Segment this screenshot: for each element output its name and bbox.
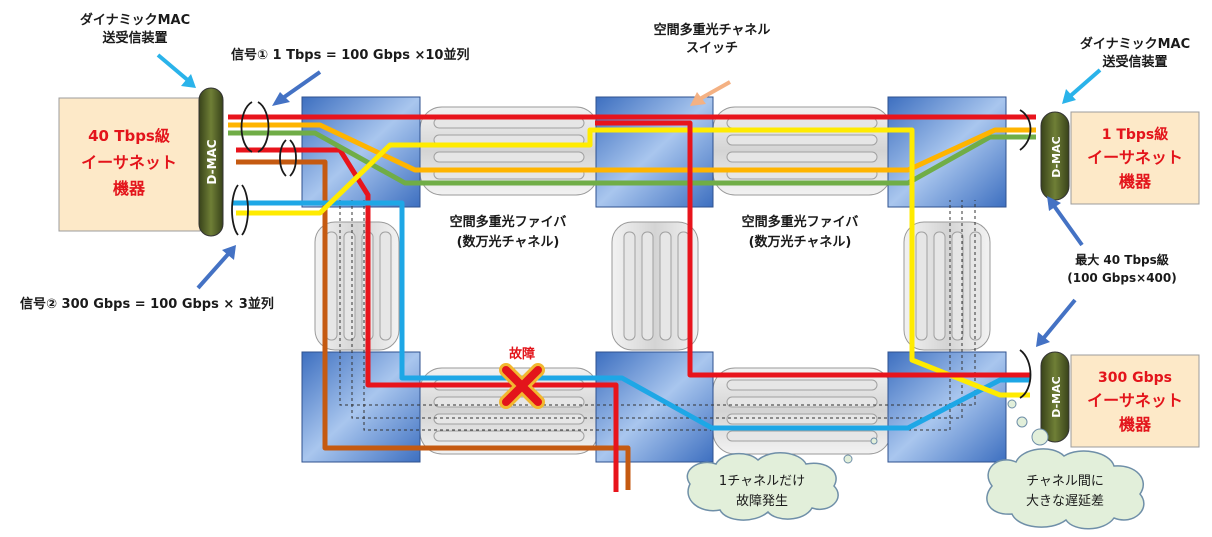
cloud-skew-bubble: チャネル間に 大きな遅延差 bbox=[986, 399, 1145, 530]
right-transceiver-title-line2: 送受信装置 bbox=[1101, 54, 1167, 70]
cloud-fault-bubble: 1チャネルだけ 故障発生 bbox=[686, 437, 878, 521]
svg-text:機器: 機器 bbox=[1119, 172, 1152, 191]
arrow-signal1 bbox=[278, 70, 322, 102]
signal-line-green bbox=[228, 130, 1036, 186]
fault-x-icon bbox=[499, 363, 545, 409]
left-ethernet-device: 40 Tbps級 イーサネット 機器 bbox=[58, 97, 201, 232]
right-top-ethernet-device: 1 Tbps級 イーサネット 機器 bbox=[1070, 111, 1200, 205]
arrow-signal2 bbox=[196, 250, 232, 290]
signal-lines bbox=[228, 114, 1036, 492]
svg-text:イーサネット: イーサネット bbox=[81, 153, 177, 172]
arrow-capacity-up bbox=[1050, 201, 1084, 247]
switch-top-center bbox=[595, 96, 714, 208]
left-transceiver-title-line1: ダイナミックMAC bbox=[80, 12, 190, 28]
capacity-label-line1: 最大 40 Tbps級 bbox=[1075, 252, 1169, 267]
fiber-bundle-right-vertical bbox=[903, 221, 991, 351]
arrow-capacity-down bbox=[1040, 298, 1077, 342]
svg-text:D-MAC: D-MAC bbox=[205, 139, 219, 184]
right-top-dmac-transceiver: D-MAC bbox=[1040, 111, 1070, 201]
signal2-label: 信号② 300 Gbps = 100 Gbps × 3並列 bbox=[20, 296, 274, 312]
svg-text:故障発生: 故障発生 bbox=[736, 494, 788, 509]
signal-line-orange bbox=[228, 122, 1036, 173]
svg-text:機器: 機器 bbox=[1119, 415, 1152, 434]
signal-line-yellow bbox=[236, 127, 1030, 398]
fiber-bundle-bottom-right bbox=[712, 367, 892, 455]
fault-label: 故障 bbox=[509, 346, 535, 362]
right-bottom-ethernet-device: 300 Gbps イーサネット 機器 bbox=[1070, 354, 1200, 448]
left-transceiver-title-line2: 送受信装置 bbox=[101, 30, 167, 46]
capacity-label-line2: (100 Gbps×400) bbox=[1067, 271, 1176, 285]
switch-label-line2: スイッチ bbox=[686, 41, 738, 56]
svg-text:1チャネルだけ: 1チャネルだけ bbox=[719, 474, 805, 489]
fiber-label-1-line2: (数万光チャネル) bbox=[457, 234, 560, 250]
svg-text:1 Tbps級: 1 Tbps級 bbox=[1102, 126, 1169, 143]
signal-line-red-short bbox=[236, 147, 619, 492]
fiber-label-2-line2: (数万光チャネル) bbox=[749, 234, 852, 250]
svg-text:40 Tbps級: 40 Tbps級 bbox=[88, 127, 170, 145]
arrow-left-transceiver bbox=[156, 53, 192, 84]
right-transceiver-title-line1: ダイナミックMAC bbox=[1080, 36, 1190, 52]
left-dmac-transceiver: D-MAC bbox=[198, 87, 224, 237]
fiber-bundle-center-vertical bbox=[611, 221, 699, 351]
right-bottom-dmac-transceiver: D-MAC bbox=[1040, 351, 1070, 443]
arrow-switch bbox=[697, 80, 731, 102]
fiber-label-1-line1: 空間多重光ファイバ bbox=[450, 214, 567, 230]
switch-label-line1: 空間多重光チャネル bbox=[654, 22, 771, 38]
fiber-bundle-left-vertical bbox=[314, 221, 400, 351]
svg-text:チャネル間に: チャネル間に bbox=[1026, 474, 1104, 489]
svg-text:大きな遅延差: 大きな遅延差 bbox=[1026, 494, 1104, 509]
svg-text:機器: 機器 bbox=[113, 179, 146, 198]
signal-line-red-bottom bbox=[687, 200, 1030, 378]
svg-text:イーサネット: イーサネット bbox=[1087, 391, 1183, 410]
svg-text:300 Gbps: 300 Gbps bbox=[1098, 370, 1172, 386]
svg-text:D-MAC: D-MAC bbox=[1050, 376, 1063, 417]
dashed-channel-paths bbox=[339, 200, 976, 431]
fiber-label-2-line1: 空間多重光ファイバ bbox=[742, 214, 859, 230]
arrow-right-transceiver bbox=[1066, 68, 1102, 100]
svg-text:D-MAC: D-MAC bbox=[1050, 136, 1063, 177]
bundle-brackets bbox=[231, 101, 1032, 399]
pointer-arrows bbox=[156, 53, 1102, 347]
svg-text:イーサネット: イーサネット bbox=[1087, 148, 1183, 167]
signal1-label: 信号① 1 Tbps = 100 Gbps ×10並列 bbox=[231, 47, 469, 63]
